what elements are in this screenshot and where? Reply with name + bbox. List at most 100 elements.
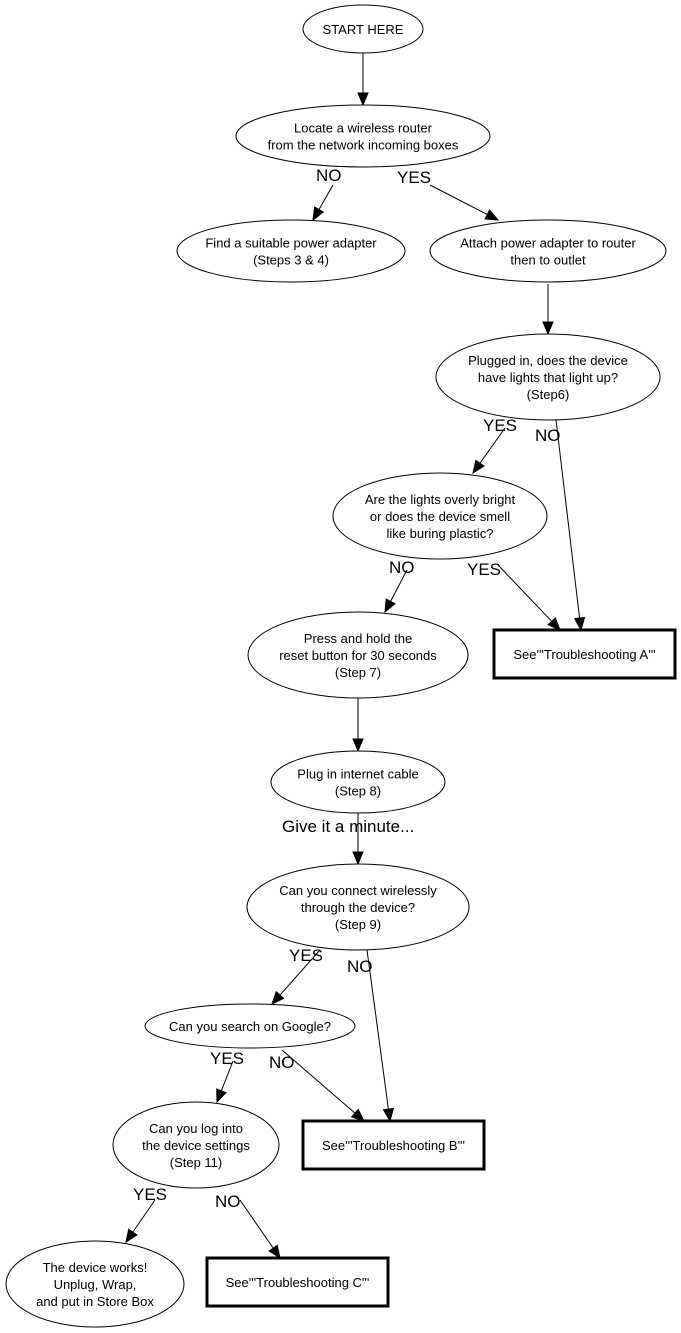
process-ellipse	[302, 4, 424, 54]
process-ellipse	[112, 1101, 280, 1189]
node-text-line: (Steps 3 & 4)	[253, 253, 329, 268]
node-text-line: The device works!	[43, 1260, 148, 1275]
arrowhead-icon	[271, 990, 285, 1005]
edge-start-to-locate	[357, 53, 369, 107]
node-locate: Locate a wireless router from the network…	[235, 104, 491, 168]
edge-lights-to-overly_bright	[472, 427, 506, 475]
arrowhead-icon	[216, 1088, 227, 1104]
process-ellipse	[144, 1003, 356, 1049]
arrowhead-icon	[268, 1244, 281, 1260]
arrowhead-icon	[352, 851, 364, 866]
edge-connect_wireless-to-trouble_b	[366, 949, 395, 1123]
node-text-line: See'''Troubleshooting B'''	[322, 1138, 465, 1153]
node-start: START HERE	[302, 4, 424, 54]
edge-line	[497, 564, 553, 622]
process-ellipse	[176, 219, 406, 283]
note-give-it-a-minute: Give it a minute...	[282, 817, 414, 836]
node-text-line: Locate a wireless router	[294, 121, 433, 136]
node-text-line: reset button for 30 seconds	[279, 648, 437, 663]
node-text-line: See'''Troubleshooting A'''	[513, 647, 655, 662]
edge-lights-to-trouble_a	[555, 419, 586, 632]
node-text-line: (Step 9)	[335, 917, 381, 932]
edge-label-yes: YES	[467, 560, 501, 579]
edge-line	[279, 949, 321, 996]
node-find-adapter: Find a suitable power adapter (Steps 3 & …	[176, 219, 406, 283]
edge-locate-to-attach_adapter	[429, 184, 500, 221]
edge-line	[479, 427, 506, 464]
node-text-line: like buring plastic?	[387, 526, 494, 541]
node-plug-cable: Plug in internet cable (Step 8)	[270, 750, 446, 814]
process-ellipse	[235, 104, 491, 168]
terminal-box	[492, 628, 677, 680]
node-text-line: Plugged in, does the device	[468, 353, 628, 368]
edge-label-no: NO	[269, 1053, 295, 1072]
node-text-line: Press and hold the	[304, 631, 412, 646]
arrowhead-icon	[312, 206, 325, 222]
node-text-line: (Step 7)	[335, 665, 381, 680]
node-text-line: Plug in internet cable	[297, 767, 418, 782]
edge-label-no: NO	[347, 957, 373, 976]
edge-label-yes: YES	[133, 1185, 167, 1204]
arrowhead-icon	[472, 459, 485, 475]
edge-locate-to-find_adapter	[312, 184, 334, 222]
arrowhead-icon	[357, 92, 369, 107]
process-ellipse	[246, 863, 470, 951]
edge-line	[132, 1199, 156, 1233]
node-attach-adapter: Attach power adapter to router then to ou…	[429, 219, 667, 283]
arrowhead-icon	[125, 1228, 138, 1244]
arrowhead-icon	[542, 321, 554, 336]
arrowhead-icon	[352, 738, 364, 753]
edge-label-no: NO	[215, 1192, 241, 1211]
edge-line	[318, 184, 334, 210]
node-text-line: Attach power adapter to router	[460, 236, 636, 251]
node-text-line: (Step 11)	[170, 1155, 223, 1170]
edge-attach_adapter-to-lights	[542, 284, 554, 336]
arrowhead-icon	[547, 616, 561, 631]
node-trouble-a: See'''Troubleshooting A'''	[492, 628, 677, 680]
edge-search_google-to-log_in	[216, 1060, 234, 1104]
node-text-line: through the device?	[301, 900, 415, 915]
node-search-google: Can you search on Google?	[144, 1003, 356, 1049]
process-ellipse	[332, 472, 548, 560]
terminal-box	[205, 1256, 390, 1308]
arrowhead-icon	[350, 1108, 365, 1122]
node-trouble-c: See'''Troubleshooting C'''	[205, 1256, 390, 1308]
arrowhead-icon	[484, 209, 500, 221]
edge-line	[390, 569, 408, 602]
edge-search_google-to-trouble_b	[281, 1049, 365, 1122]
node-trouble-b: See'''Troubleshooting B'''	[301, 1119, 486, 1171]
node-reset: Press and hold the reset button for 30 se…	[247, 611, 469, 699]
node-text-line: then to outlet	[510, 253, 586, 268]
node-works: The device works! Unplug, Wrap, and put in…	[5, 1240, 185, 1328]
node-text-line: Find a suitable power adapter	[205, 236, 377, 251]
process-ellipse	[5, 1240, 185, 1328]
edge-log_in-to-works	[125, 1199, 156, 1244]
node-text-line: Can you connect wirelessly	[279, 883, 437, 898]
edge-label-yes: YES	[289, 946, 323, 965]
edge-line	[429, 184, 488, 215]
process-ellipse	[270, 750, 446, 814]
edge-label-yes: YES	[210, 1049, 244, 1068]
node-text-line: (Step 8)	[335, 784, 381, 799]
node-text-line: and put in Store Box	[36, 1294, 154, 1309]
node-text-line: START HERE	[323, 22, 404, 37]
edge-log_in-to-trouble_c	[239, 1199, 281, 1260]
edge-line	[366, 949, 389, 1110]
edge-label-no: NO	[389, 558, 415, 577]
arrowhead-icon	[573, 616, 586, 632]
edge-label-yes: YES	[483, 416, 517, 435]
edge-line	[555, 419, 581, 619]
process-ellipse	[247, 611, 469, 699]
edge-line	[220, 1060, 234, 1092]
node-text-line: Unplug, Wrap,	[54, 1277, 137, 1292]
edge-label-no: NO	[316, 166, 342, 185]
edge-plug_cable-to-connect_wireless	[352, 813, 364, 866]
node-text-line: (Step6)	[527, 387, 570, 402]
node-text-line: See'''Troubleshooting C'''	[226, 1275, 370, 1290]
node-text-line: from the network incoming boxes	[268, 138, 459, 153]
edge-reset-to-plug_cable	[352, 698, 364, 753]
node-text-line: have lights that light up?	[478, 370, 618, 385]
node-connect-wireless: Can you connect wirelessly through the de…	[246, 863, 470, 951]
